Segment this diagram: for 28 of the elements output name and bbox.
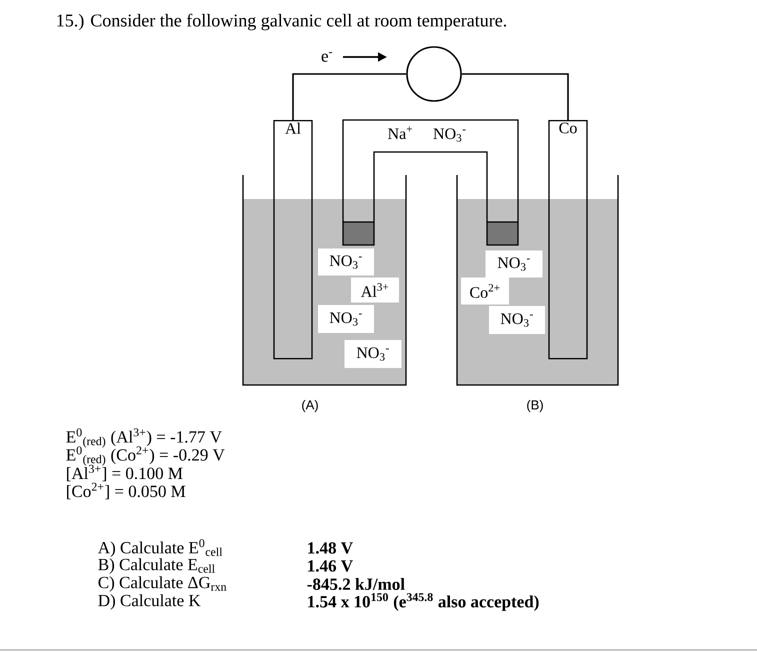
- salt-bridge: Na$^{+}$ NO$_{3}$-: [342, 119, 519, 246]
- electron-label: e$^{-}$: [322, 52, 332, 62]
- answer-text: 1.46 V: [308, 560, 353, 572]
- given-value: E$^{0}$$_{(red)}$ (Co$^{2+}$) = -0.29 V: [66, 446, 225, 466]
- given-value: [Co$^{2+}$] = 0.050 M: [67, 482, 186, 500]
- question-text: D) Calculate K: [98, 594, 201, 610]
- given-value: [Al$^{3+}$] = 0.100 M: [67, 464, 182, 482]
- ion-label: Co$^{2+}$: [461, 278, 509, 304]
- ion-label: NO$_{3}$-: [489, 306, 545, 334]
- electrode: Al: [273, 120, 313, 360]
- answer-text: 1.48 V: [308, 542, 353, 554]
- answer-text: 1.54 x 10$^{150}$ (e$^{345.8}$ also accepted): [308, 593, 539, 611]
- ion-label: NO$_{3}$-: [486, 250, 542, 278]
- title: 15.) Consider the following galvanic cell at room temperature.: [57, 14, 506, 30]
- beaker-label: (B): [527, 400, 543, 412]
- ion-label: NO$_{3}$-: [344, 340, 402, 368]
- question-text: A) Calculate E$^{0}$cell: [98, 539, 222, 557]
- ion-label: NO$_{3}$-: [318, 305, 374, 333]
- question-text: B) Calculate E$_{cell}$: [98, 558, 215, 574]
- question-text: C) Calculate ΔG$_{rxn}$: [98, 576, 226, 592]
- answer-text: -845.2 kJ/mol: [307, 578, 405, 590]
- voltmeter-circle: [406, 46, 462, 102]
- ion-label: Al$^{3+}$: [351, 278, 399, 302]
- electrode: Co: [548, 120, 588, 360]
- beaker-label: (A): [302, 400, 318, 412]
- ion-label: NO$_{3}$-: [318, 248, 374, 276]
- wire: [462, 73, 569, 120]
- wire: [292, 73, 406, 120]
